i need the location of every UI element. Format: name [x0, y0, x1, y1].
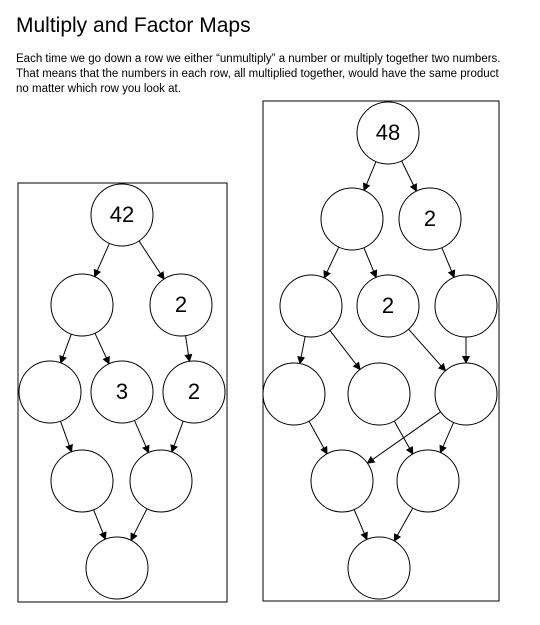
node-circle — [347, 536, 411, 600]
edge-arrow — [393, 507, 414, 542]
node-circle — [398, 187, 462, 251]
factor-node: 2 — [398, 187, 462, 251]
node-value: 2 — [188, 379, 200, 404]
edge-arrow — [59, 333, 72, 364]
page-title: Multiply and Factor Maps — [16, 14, 251, 37]
edge-arrow — [366, 411, 441, 464]
factor-node — [310, 449, 374, 513]
edge-arrow — [401, 160, 417, 193]
edge-arrow — [60, 421, 73, 453]
node-circle — [262, 362, 326, 426]
factor-node — [262, 362, 326, 426]
node-circle — [347, 362, 411, 426]
factor-node — [18, 360, 82, 424]
factor-node: 3 — [90, 360, 154, 424]
node-circle — [50, 273, 114, 337]
node-circle — [162, 360, 226, 424]
node-circle — [356, 101, 420, 165]
node-circle — [279, 274, 343, 338]
factor-node — [347, 536, 411, 600]
node-value: 42 — [110, 202, 134, 227]
factor-node — [434, 362, 498, 426]
edge-arrow — [323, 246, 340, 279]
description: Each time we go down a row we either “un… — [16, 52, 536, 97]
factor-node — [347, 362, 411, 426]
factor-node — [434, 274, 498, 338]
factor-node: 42 — [90, 183, 154, 247]
factor-node: 2 — [356, 274, 420, 338]
node-circle — [90, 183, 154, 247]
node-circle — [50, 449, 114, 513]
edge-arrow — [363, 247, 378, 279]
node-circle — [356, 274, 420, 338]
right-map: 48 2 2 — [262, 100, 500, 602]
edge-arrow — [93, 243, 110, 278]
factor-node — [50, 273, 114, 337]
edge-arrow — [362, 161, 377, 192]
factor-node — [50, 449, 114, 513]
factor-node: 2 — [149, 273, 213, 337]
node-circle — [396, 449, 460, 513]
left-map-frame — [17, 182, 228, 603]
factor-node — [396, 449, 460, 513]
node-value: 3 — [116, 379, 128, 404]
edge-arrow — [93, 509, 107, 541]
description-line-1: Each time we go down a row we either “un… — [16, 53, 501, 65]
edge-arrow — [308, 420, 328, 455]
node-value: 2 — [382, 293, 394, 318]
factor-node — [129, 449, 193, 513]
factor-node: 48 — [356, 101, 420, 165]
node-circle — [18, 360, 82, 424]
node-circle — [90, 360, 154, 424]
node-circle — [85, 536, 149, 600]
description-line-2: That means that the numbers in each row,… — [16, 68, 499, 80]
right-map-frame — [262, 100, 500, 602]
node-value: 2 — [424, 206, 436, 231]
edge-arrow — [329, 330, 361, 371]
factor-node — [85, 536, 149, 600]
edge-arrow — [138, 240, 165, 280]
edge-arrow — [184, 335, 193, 363]
description-line-3: no matter which row you look at. — [16, 83, 181, 95]
left-map: 42 2 3 2 — [17, 182, 228, 603]
factor-node — [320, 187, 384, 251]
node-value: 2 — [175, 292, 187, 317]
node-circle — [434, 362, 498, 426]
edge-arrow — [94, 332, 110, 365]
edge-arrow — [439, 422, 455, 454]
edge-arrow — [441, 247, 456, 279]
edge-arrow — [130, 508, 148, 542]
node-circle — [320, 187, 384, 251]
edge-arrow — [353, 509, 368, 541]
edge-arrow — [170, 420, 184, 453]
node-value: 48 — [376, 120, 400, 145]
node-circle — [129, 449, 193, 513]
node-circle — [434, 274, 498, 338]
factor-node: 2 — [162, 360, 226, 424]
factor-node — [279, 274, 343, 338]
edge-arrow — [297, 336, 306, 365]
node-circle — [149, 273, 213, 337]
node-circle — [310, 449, 374, 513]
edge-arrow — [133, 420, 150, 454]
edge-arrow — [408, 328, 447, 372]
